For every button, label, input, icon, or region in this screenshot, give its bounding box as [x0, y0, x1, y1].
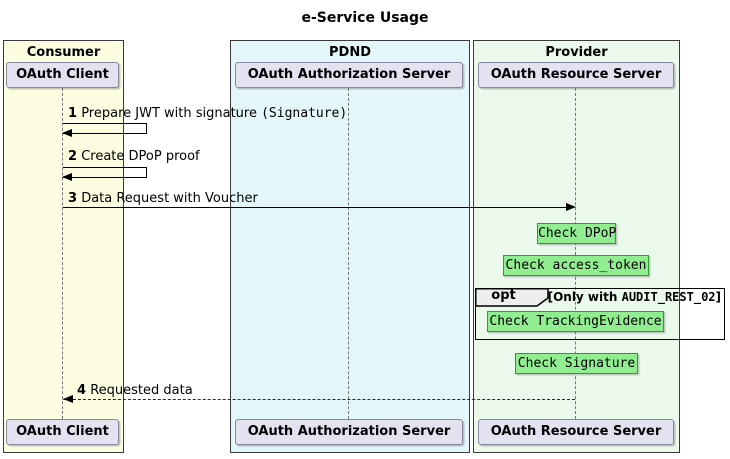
participant-oauth-client-top: OAuth Client: [6, 62, 119, 88]
opt-guard-suffix: ]: [715, 290, 721, 304]
message-4-label: 4 Requested data: [77, 383, 193, 398]
group-pdnd: PDND: [230, 40, 470, 453]
message-1-label: 1 Prepare JWT with signature (Signature): [68, 106, 347, 121]
participant-oauth-auth-server-top: OAuth Authorization Server: [235, 62, 463, 88]
message-3-arrow-line: [63, 207, 567, 208]
opt-guard-prefix: [Only with: [547, 290, 622, 304]
message-3-label: 3 Data Request with Voucher: [68, 191, 258, 206]
note-check-signature: Check Signature: [515, 353, 638, 374]
group-consumer-label: Consumer: [26, 45, 101, 60]
message-2-label: 2 Create DPoP proof: [68, 149, 200, 164]
opt-frame-label: opt: [491, 287, 516, 303]
message-1-arrowhead-icon: [62, 129, 72, 137]
opt-frame-guard: [Only with AUDIT_REST_02]: [548, 290, 721, 304]
message-2-self-arrow: [63, 167, 147, 178]
participant-oauth-auth-server-bottom: OAuth Authorization Server: [235, 419, 463, 445]
message-1-text: Prepare JWT with signature: [81, 106, 262, 121]
note-check-access-token: Check access_token: [503, 255, 649, 276]
opt-guard-condition: AUDIT_REST_02: [621, 290, 716, 304]
message-1-self-arrow: [63, 123, 147, 134]
note-check-tracking-evidence: Check TrackingEvidence: [487, 311, 664, 332]
participant-oauth-resource-server-bottom: OAuth Resource Server: [478, 419, 674, 445]
lifeline-oauth-authorization-server: [348, 88, 349, 419]
opt-tab-shape-icon: [474, 287, 549, 307]
message-3-number: 3: [68, 191, 78, 206]
participant-oauth-client-bottom: OAuth Client: [6, 419, 119, 445]
message-4-arrow-line: [63, 399, 575, 400]
message-3-arrowhead-icon: [566, 203, 576, 211]
message-4-number: 4: [77, 383, 87, 398]
message-4-text: Requested data: [90, 383, 193, 398]
lifeline-oauth-client: [62, 88, 63, 419]
message-2-text: Create DPoP proof: [81, 149, 200, 164]
group-provider-label: Provider: [545, 45, 608, 60]
note-check-dpop: Check DPoP: [537, 223, 616, 244]
group-pdnd-label: PDND: [329, 45, 371, 60]
message-3-text: Data Request with Voucher: [81, 191, 258, 206]
message-1-number: 1: [68, 106, 78, 121]
message-1-mono-text: (Signature): [261, 106, 348, 121]
participant-oauth-resource-server-top: OAuth Resource Server: [478, 62, 674, 88]
diagram-title: e-Service Usage: [301, 10, 429, 26]
group-provider: Provider: [473, 40, 680, 453]
group-consumer: Consumer: [3, 40, 124, 453]
opt-frame-tab: opt: [474, 287, 549, 311]
message-2-arrowhead-icon: [62, 173, 72, 181]
message-2-number: 2: [68, 149, 78, 164]
lifeline-oauth-resource-server: [575, 88, 576, 419]
message-4-arrowhead-icon: [63, 395, 73, 403]
opt-frame: opt [Only with AUDIT_REST_02]: [474, 287, 725, 340]
